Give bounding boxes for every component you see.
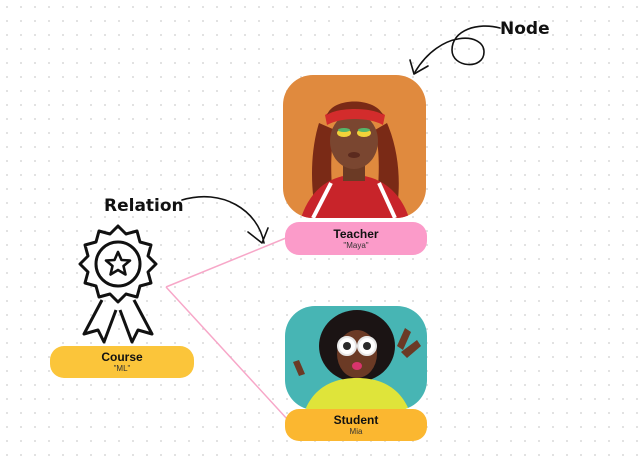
student-node-value: Mia bbox=[349, 427, 363, 436]
teacher-node-value: "Maya" bbox=[343, 240, 369, 250]
course-node-value: "ML" bbox=[113, 364, 131, 373]
student-node-pill: Student Mia bbox=[285, 409, 427, 441]
relation-annotation-arrowhead bbox=[247, 227, 269, 244]
edge-course-student bbox=[165, 286, 289, 421]
student-photo bbox=[285, 306, 427, 410]
teacher-node-pill: Teacher "Maya" bbox=[285, 222, 427, 255]
student-node-label: Student bbox=[333, 413, 379, 427]
course-node-pill: Course "ML" bbox=[50, 346, 194, 378]
edge-course-teacher bbox=[165, 237, 287, 288]
node-annotation-label: Node bbox=[500, 19, 550, 39]
relation-annotation-arrow bbox=[181, 195, 265, 244]
award-badge-icon bbox=[78, 224, 158, 344]
teacher-node-label: Teacher bbox=[333, 226, 379, 241]
teacher-photo bbox=[283, 75, 426, 218]
course-node-label: Course bbox=[101, 350, 143, 364]
node-annotation-arrowhead bbox=[409, 59, 429, 75]
relation-annotation-label: Relation bbox=[104, 196, 184, 216]
node-annotation-arrow bbox=[414, 25, 501, 73]
